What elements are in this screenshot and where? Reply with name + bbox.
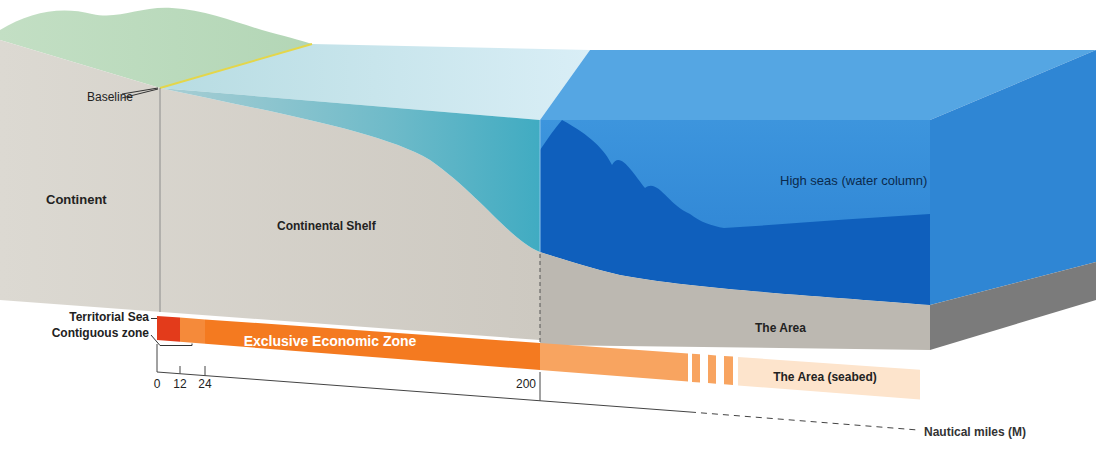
seabed-front-face xyxy=(540,252,930,350)
axis-tick xyxy=(205,366,206,376)
water-side-face xyxy=(930,50,1096,305)
box-edge xyxy=(540,120,541,252)
area-band-dash xyxy=(692,354,700,383)
territorial-sea-band xyxy=(157,316,180,342)
area-band xyxy=(540,343,688,382)
axis-tick xyxy=(540,372,541,401)
shelf-water xyxy=(160,88,540,252)
area-band-dash xyxy=(724,356,733,385)
coastline xyxy=(160,44,312,88)
region-label: Continental Shelf xyxy=(277,220,376,234)
axis-line xyxy=(157,372,690,412)
region-label: High seas (water column) xyxy=(780,174,927,189)
contiguous-zone-band xyxy=(180,318,205,344)
limit-200-dashed xyxy=(540,254,541,342)
leader-line xyxy=(151,318,157,319)
zone-band: Exclusive Economic Zone xyxy=(240,333,421,349)
region-label: The Area xyxy=(755,322,806,336)
axis-number: 200 xyxy=(516,378,536,392)
band-text: Exclusive Economic Zone xyxy=(244,333,417,349)
axis-title: Nautical miles (M) xyxy=(924,426,1026,440)
axis-number: 12 xyxy=(173,378,186,392)
axis-tick xyxy=(180,366,181,374)
area-band xyxy=(738,357,920,400)
zone-label: Contiguous zone xyxy=(52,327,149,341)
leader-line xyxy=(151,335,192,346)
continent-front-face xyxy=(0,40,540,340)
seabed-side-face xyxy=(930,262,1096,350)
zone-band: The Area (seabed) xyxy=(769,371,881,385)
axis-line-dashed xyxy=(690,412,918,430)
axis-tick xyxy=(157,344,158,372)
band-text: The Area (seabed) xyxy=(773,371,877,385)
region-label: Continent xyxy=(46,193,107,208)
axis-number: 0 xyxy=(154,378,161,392)
baseline-label: Baseline xyxy=(87,91,133,105)
area-band-dash xyxy=(708,355,716,384)
eez-band xyxy=(205,319,540,370)
axis-number: 24 xyxy=(198,378,211,392)
baseline-vertical xyxy=(160,88,161,312)
zone-label: Territorial Sea xyxy=(69,311,149,325)
